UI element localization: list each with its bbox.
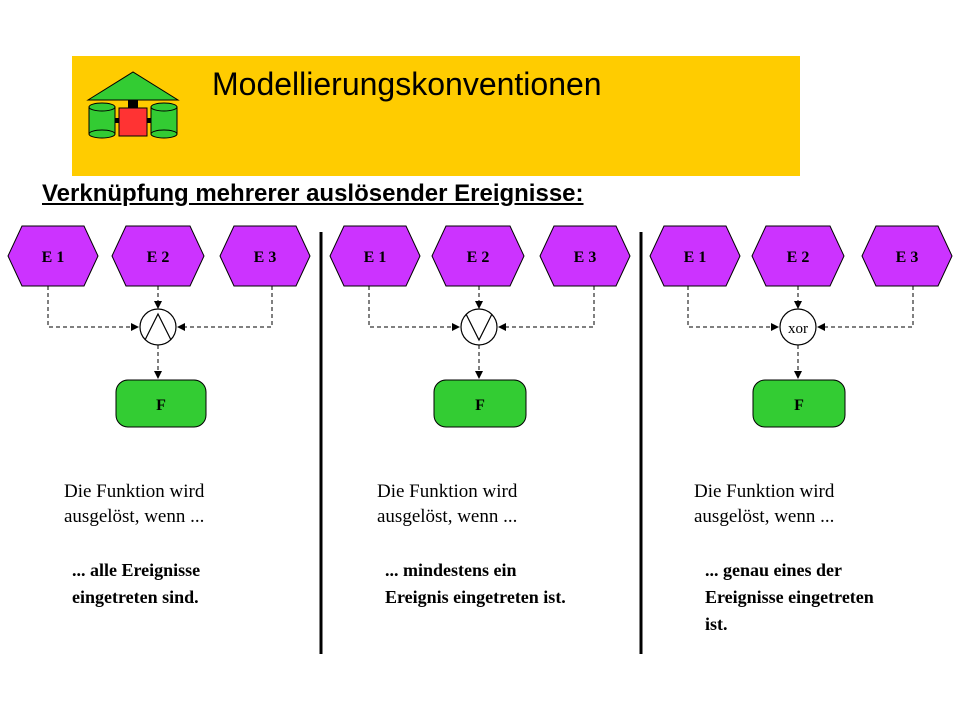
event-e2-label: E 2: [147, 249, 170, 266]
and-operator-icon: [139, 308, 177, 346]
panel-and: E 1 E 2 E 3 F: [7, 225, 311, 428]
flow-e3-operator: [817, 286, 914, 331]
flow-e1-operator: [368, 286, 460, 331]
event-e1[interactable]: [7, 225, 99, 287]
flow-e3-operator: [498, 286, 595, 331]
description-or: Die Funktion wird ausgelöst, wenn ...: [377, 481, 518, 527]
event-e3-label: E 3: [896, 249, 919, 266]
description-xor: Die Funktion wird ausgelöst, wenn ...: [694, 481, 835, 527]
description-and: Die Funktion wird ausgelöst, wenn ...: [64, 481, 205, 527]
section-heading: Verknüpfung mehrerer auslösender Ereigni…: [42, 180, 584, 207]
event-e2-label: E 2: [787, 249, 810, 266]
function-label: F: [794, 397, 804, 414]
flow-e1-operator: [687, 286, 779, 331]
event-e2[interactable]: [751, 225, 845, 287]
page-title: Modellierungskonventionen: [212, 66, 602, 102]
event-e1-label: E 1: [364, 249, 387, 266]
function-box[interactable]: [433, 379, 527, 428]
condition-and: ... alle Ereignisse eingetreten sind.: [72, 560, 201, 607]
event-e2-label: E 2: [467, 249, 490, 266]
condition-or: ... mindestens ein Ereignis eingetreten …: [385, 560, 566, 607]
function-box[interactable]: [115, 379, 207, 428]
panel-or: E 1 E 2 E 3 F: [329, 225, 631, 428]
event-e1[interactable]: [329, 225, 421, 287]
or-operator-icon: [460, 308, 498, 346]
event-e3-label: E 3: [574, 249, 597, 266]
event-e3-label: E 3: [254, 249, 277, 266]
flow-e1-operator: [47, 286, 139, 331]
event-e2[interactable]: [111, 225, 205, 287]
flow-e3-operator: [177, 286, 273, 331]
condition-xor: ... genau eines der Ereignisse eingetret…: [705, 560, 874, 634]
event-e1[interactable]: [649, 225, 741, 287]
xor-operator-label: xor: [788, 321, 808, 337]
aris-house-logo-icon: [86, 71, 180, 139]
function-label: F: [475, 397, 485, 414]
function-label: F: [156, 397, 166, 414]
header-band: [72, 56, 800, 176]
event-e1-label: E 1: [42, 249, 65, 266]
event-e2[interactable]: [431, 225, 525, 287]
event-e3[interactable]: [861, 225, 953, 287]
function-box[interactable]: [752, 379, 846, 428]
event-e3[interactable]: [219, 225, 311, 287]
event-e3[interactable]: [539, 225, 631, 287]
panel-xor: E 1 E 2 E 3 xor F: [649, 225, 953, 428]
xor-operator-icon: xor: [779, 308, 817, 346]
event-e1-label: E 1: [684, 249, 707, 266]
